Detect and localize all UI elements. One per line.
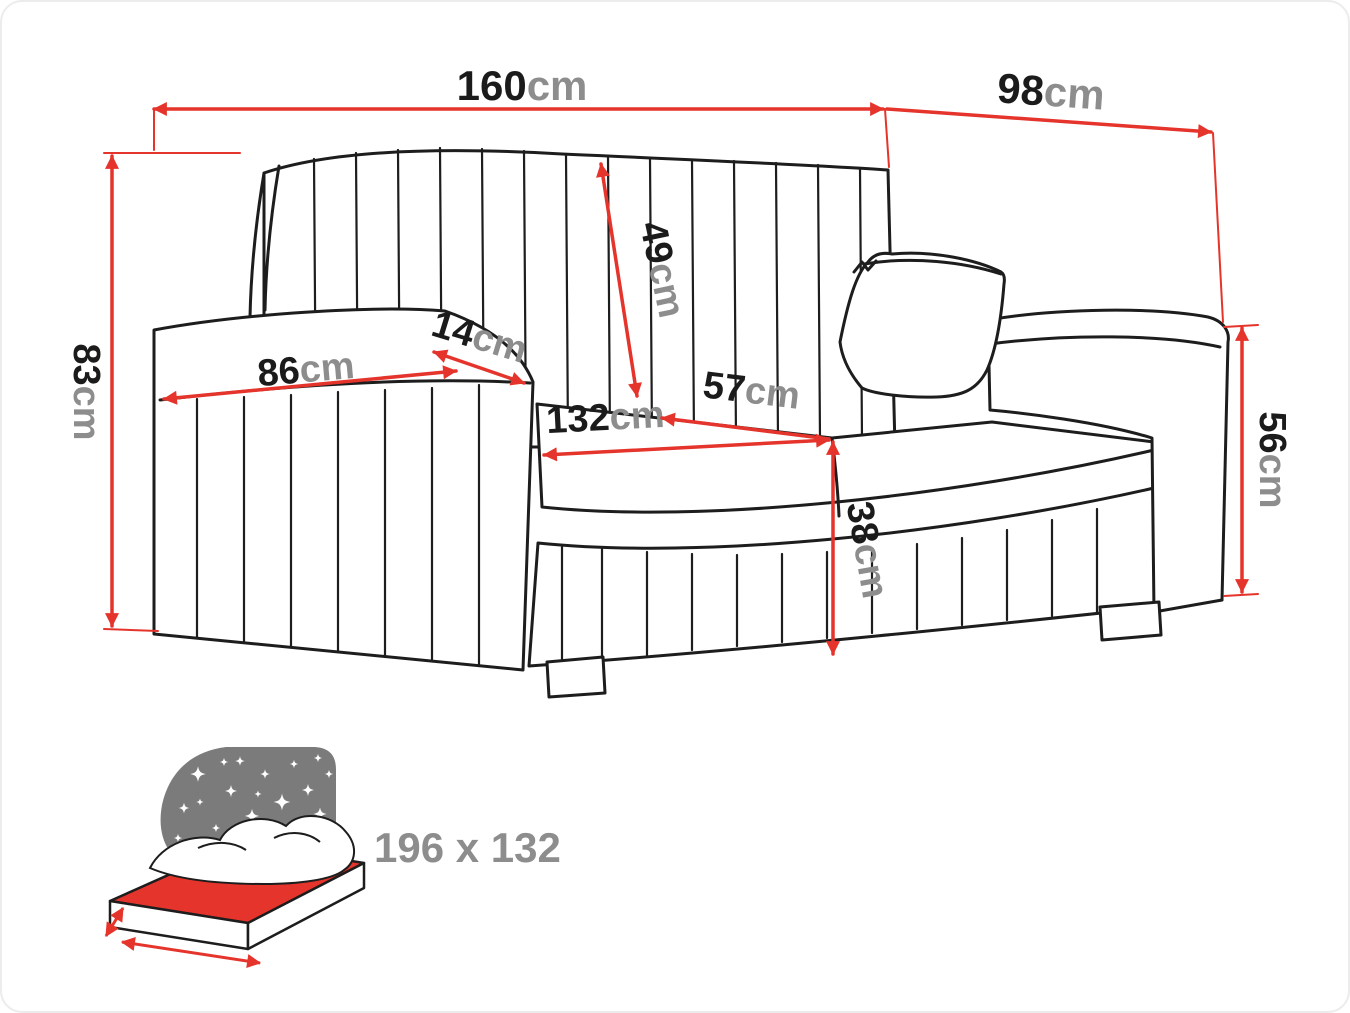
dim-unit: cm — [65, 386, 107, 441]
dim-value: 49 — [631, 218, 681, 268]
dim-value: 98 — [996, 64, 1046, 114]
dimension-annotations: 160cm 98cm 83cm 49cm 14cm 86cm — [65, 62, 1293, 656]
dim-unit: cm — [527, 62, 588, 109]
dim-seat-width: 132cm — [542, 394, 831, 462]
dim-value: 57 — [701, 364, 748, 411]
backrest-left-edge — [248, 171, 266, 319]
dim-side-height: 56cm — [1223, 324, 1293, 597]
dim-unit: cm — [1251, 454, 1293, 509]
dim-value: 160 — [457, 62, 527, 109]
dim-total-height: 83cm — [65, 152, 241, 632]
bed-sleeping-area-icon: 196 x 132 — [104, 747, 561, 968]
dim-total-height-label: 83cm — [65, 343, 107, 440]
dim-seat-height-label: 38cm — [838, 498, 896, 601]
dim-value: 83 — [65, 343, 107, 385]
dim-armrest-depth-line — [162, 365, 458, 405]
blanket — [148, 814, 355, 886]
dim-total-width: 160cm — [152, 62, 890, 168]
sleeping-area-label: 196 x 132 — [374, 824, 561, 871]
dim-total-depth: 98cm — [885, 64, 1224, 323]
dim-unit: cm — [609, 394, 666, 439]
dim-unit: cm — [845, 540, 896, 601]
dim-value: 38 — [838, 498, 887, 547]
dim-total-depth-label: 98cm — [996, 64, 1106, 118]
dim-seat-depth-label: 57cm — [701, 364, 803, 418]
sofa-pillow — [838, 251, 1006, 399]
dim-value: 132 — [545, 397, 611, 442]
dim-seat-depth: 57cm — [660, 364, 831, 441]
pillow-top-seam — [862, 258, 1003, 276]
sofa-right-armrest — [986, 308, 1230, 614]
right-armrest-crease — [988, 335, 1222, 349]
dim-unit: cm — [1042, 68, 1106, 119]
dim-armrest-width-line — [432, 349, 526, 386]
dim-backrest-height: 49cm — [596, 162, 692, 398]
dim-value: 56 — [1251, 411, 1293, 453]
dim-seat-width-line — [542, 433, 831, 462]
dim-value: 86 — [256, 350, 302, 396]
dim-total-width-label: 160cm — [457, 62, 588, 109]
dim-seat-depth-line — [660, 412, 831, 441]
backrest-left-inner-edge — [263, 164, 281, 312]
dim-side-height-label: 56cm — [1251, 411, 1293, 508]
dim-total-depth-line — [885, 107, 1213, 139]
dim-backrest-height-label: 49cm — [631, 218, 692, 322]
dim-unit: cm — [743, 369, 803, 417]
bed-width-arrow — [104, 907, 125, 937]
dim-backrest-height-line — [596, 162, 642, 398]
dim-armrest-depth-label: 86cm — [256, 345, 356, 395]
dim-armrest-depth: 86cm — [162, 345, 458, 405]
dim-seat-height: 38cm — [826, 440, 896, 656]
dim-unit: cm — [298, 345, 356, 392]
dim-seat-width-label: 132cm — [545, 394, 665, 442]
sofa-foot-right — [1098, 600, 1163, 642]
pillow-corner-fold — [852, 259, 878, 274]
sofa-foot-left — [545, 655, 607, 699]
bed-length-arrow — [120, 937, 262, 968]
